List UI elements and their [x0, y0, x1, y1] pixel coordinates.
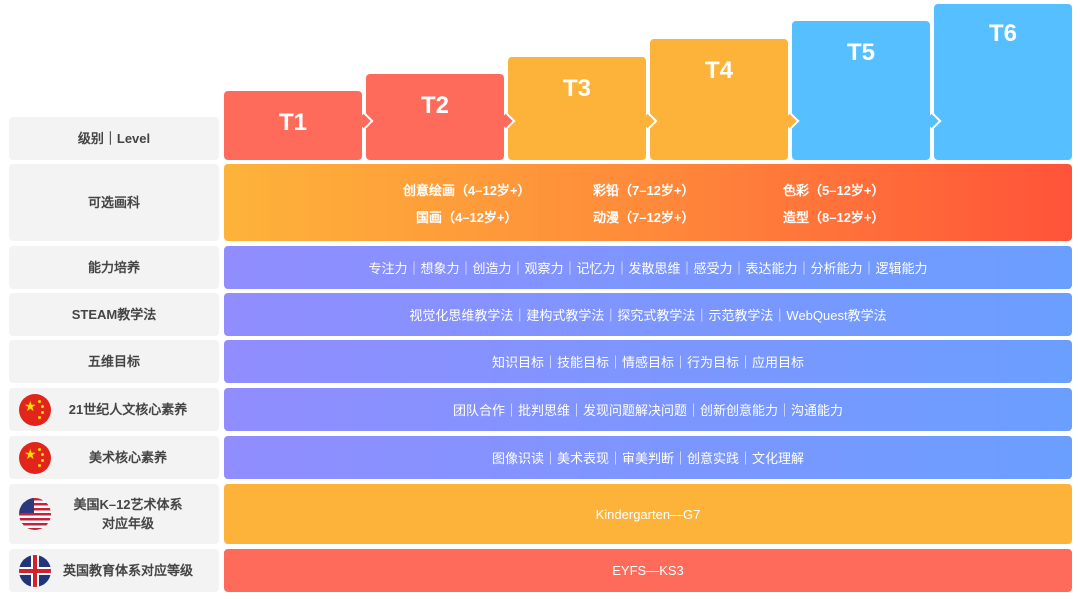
- row-value: 图像识读｜美术表现｜审美判断｜创意实践｜文化理解: [491, 451, 804, 466]
- level-tab-t6: T6: [924, 4, 1072, 160]
- ability-row-label: 能力培养: [9, 246, 219, 289]
- level-tab-t3: T3: [498, 57, 646, 160]
- level-label: T5: [846, 39, 875, 66]
- label-text: 能力培养: [87, 260, 140, 275]
- uk-row: EYFS—KS3: [224, 549, 1072, 592]
- goals-row-label: 五维目标: [9, 340, 219, 383]
- row-value: 专注力｜想象力｜创造力｜观察力｜记忆力｜发散思维｜感受力｜表达能力｜分析能力｜逻…: [368, 261, 928, 276]
- steam-row-label: STEAM教学法: [9, 293, 219, 336]
- level-label: T1: [278, 109, 307, 136]
- level-tab-t2: T2: [356, 74, 504, 160]
- level-label: T4: [704, 57, 733, 84]
- level-label: T6: [988, 20, 1017, 47]
- goals-row: 知识目标｜技能目标｜情感目标｜行为目标｜应用目标: [224, 340, 1072, 383]
- level-tab-t5: T5: [782, 21, 930, 160]
- label-text: 五维目标: [87, 354, 140, 369]
- row-value: Kindergarten—G7: [595, 506, 701, 522]
- row-value: 视觉化思维教学法｜建构式教学法｜探究式教学法｜示范教学法｜WebQuest教学法: [409, 308, 887, 323]
- label-text: STEAM教学法: [71, 307, 157, 322]
- label-line: 美国K–12艺术体系: [73, 497, 183, 512]
- us-row-label: 美国K–12艺术体系对应年级: [9, 484, 219, 544]
- china-flag-icon: ★: [19, 393, 51, 426]
- subject-item: 创意绘画（4–12岁+）: [403, 182, 531, 198]
- row-value: EYFS—KS3: [612, 563, 684, 578]
- art-row-label: ★ 美术核心素养: [9, 436, 219, 479]
- subject-item: 动漫（7–12岁+）: [593, 209, 695, 225]
- level-tab-t4: T4: [640, 39, 788, 160]
- row-value: 知识目标｜技能目标｜情感目标｜行为目标｜应用目标: [491, 355, 804, 370]
- row-value: 团队合作｜批判思维｜发现问题解决问题｜创新创意能力｜沟通能力: [452, 403, 843, 418]
- steam-row: 视觉化思维教学法｜建构式教学法｜探究式教学法｜示范教学法｜WebQuest教学法: [224, 293, 1072, 336]
- usa-flag-icon: [19, 498, 51, 530]
- level-label: T3: [562, 75, 591, 102]
- ability-row: 专注力｜想象力｜创造力｜观察力｜记忆力｜发散思维｜感受力｜表达能力｜分析能力｜逻…: [224, 246, 1072, 289]
- subject-item: 色彩（5–12岁+）: [783, 182, 885, 198]
- uk-row-label: 英国教育体系对应等级: [9, 549, 219, 592]
- subject-item: 国画（4–12岁+）: [416, 209, 518, 225]
- us-row: Kindergarten—G7: [224, 484, 1072, 544]
- label-text: 可选画科: [87, 195, 140, 210]
- label-text: 级别｜Level: [77, 131, 151, 146]
- subjects-row-label: 可选画科: [9, 164, 219, 241]
- label-text: 英国教育体系对应等级: [62, 563, 193, 578]
- subject-item: 彩铅（7–12岁+）: [593, 182, 695, 198]
- china-flag-icon: ★: [19, 441, 51, 474]
- label-text: 21世纪人文核心素养: [68, 402, 188, 417]
- art-row: 图像识读｜美术表现｜审美判断｜创意实践｜文化理解: [224, 436, 1072, 479]
- uk-flag-icon: [19, 554, 51, 587]
- c21-row: 团队合作｜批判思维｜发现问题解决问题｜创新创意能力｜沟通能力: [224, 388, 1072, 431]
- label-text: 美国K–12艺术体系对应年级: [51, 495, 219, 533]
- level-row-label: 级别｜Level: [9, 117, 219, 160]
- subjects-row: 创意绘画（4–12岁+） 彩铅（7–12岁+） 色彩（5–12岁+） 国画（4–…: [224, 164, 1072, 241]
- label-line: 对应年级: [101, 516, 154, 531]
- level-label: T2: [420, 92, 449, 119]
- level-tab-t1: T1: [224, 91, 362, 160]
- label-text: 美术核心素养: [88, 450, 167, 465]
- c21-row-label: ★ 21世纪人文核心素养: [9, 388, 219, 431]
- subject-item: 造型（8–12岁+）: [783, 209, 885, 225]
